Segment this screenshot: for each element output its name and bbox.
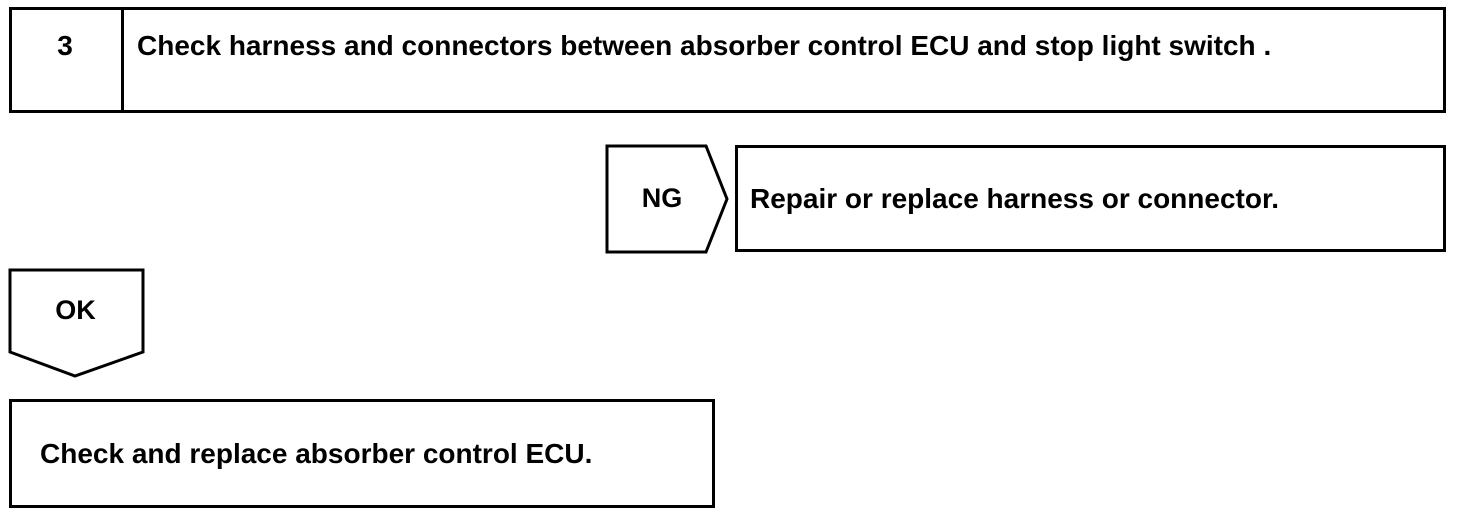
ok-label: OK [55,295,96,325]
ok-action-text: Check and replace absorber control ECU. [40,438,593,469]
step-header-divider [121,7,124,113]
ok-arrow-shape [8,268,145,378]
step-number: 3 [57,30,73,61]
ng-label: NG [641,183,683,213]
step-header-box [9,7,1446,113]
ng-action-box [735,145,1446,252]
ng-action-text: Repair or replace harness or connector. [750,183,1280,214]
ok-action-box [9,399,715,508]
ng-arrow-shape [605,144,729,254]
step-title: Check harness and connectors between abs… [137,30,1272,61]
